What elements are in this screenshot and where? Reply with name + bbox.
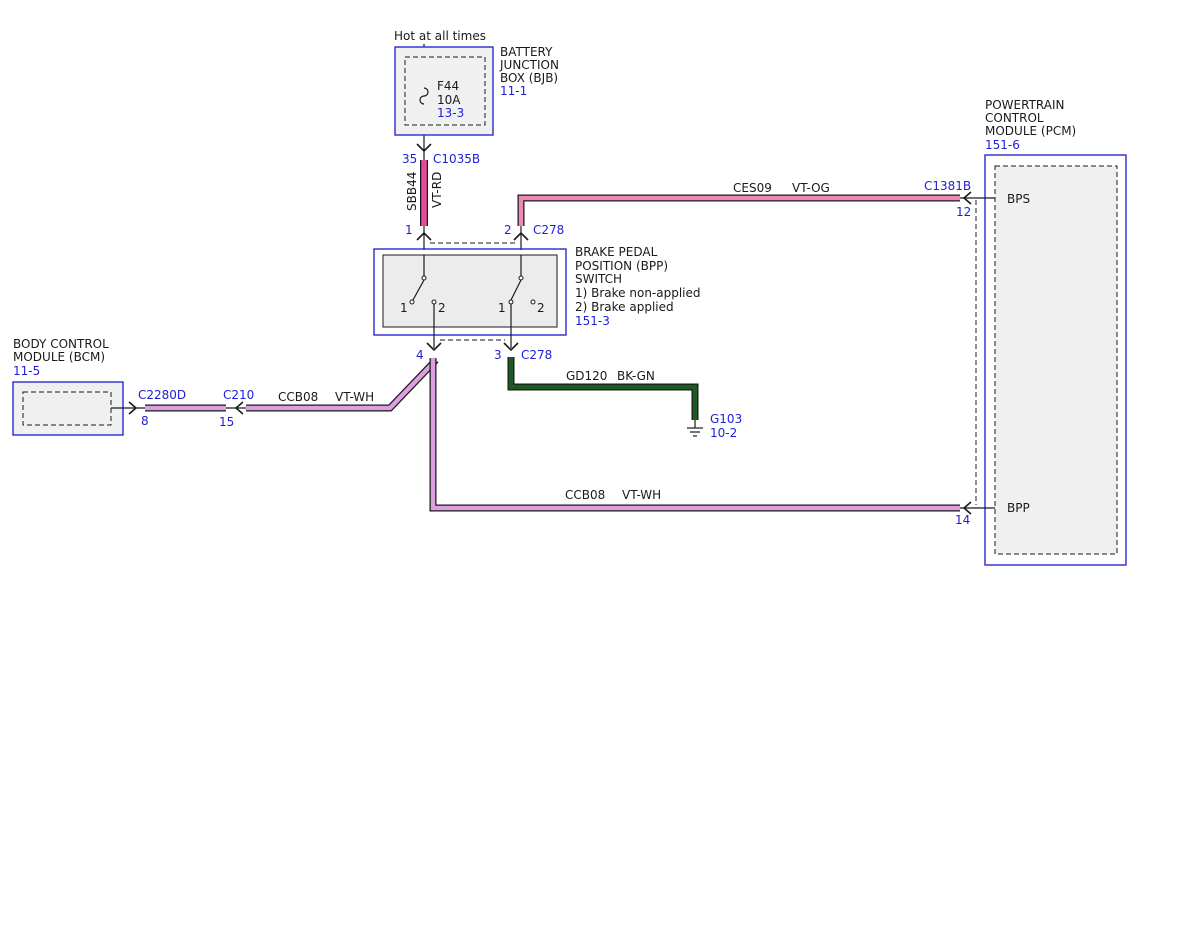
- right-contact-1: 1: [498, 301, 506, 315]
- wire-gd120: [507, 357, 699, 420]
- wire-ccb08-pcm: [429, 358, 960, 512]
- sbb44-circuit: SBB44: [405, 172, 419, 211]
- ccb08-pcm-circuit: CCB08: [565, 488, 605, 502]
- c1035b-pin: 35: [402, 152, 417, 166]
- fuse-rating: 10A: [437, 93, 461, 107]
- c278-bottom-label: C278: [521, 348, 552, 362]
- pcm-name-line2: CONTROL: [985, 111, 1044, 125]
- wire-ces09: [517, 194, 960, 226]
- c210-pin-15: 15: [219, 415, 234, 429]
- right-contact-2: 2: [537, 301, 545, 315]
- c1381b-label: C1381B: [924, 179, 971, 193]
- bjb-name-line1: BATTERY: [500, 45, 553, 59]
- connector-arrow-icon: [962, 501, 972, 515]
- gd120-color: BK-GN: [617, 369, 655, 383]
- connector-arrow-icon: [503, 342, 519, 352]
- fuse-name: F44: [437, 79, 459, 93]
- wire-ccb08-bcm: [145, 357, 439, 412]
- bcm-ref: 11-5: [13, 364, 40, 378]
- pcm-pin-bps: BPS: [1007, 192, 1030, 206]
- bcm-name-line2: MODULE (BCM): [13, 350, 105, 364]
- bpp-name-line3: SWITCH: [575, 272, 622, 286]
- switch-contact-icon: [508, 255, 536, 348]
- ces09-color: VT-OG: [792, 181, 830, 195]
- hot-at-all-times-label: Hot at all times: [394, 29, 486, 43]
- sbb44-color: VT-RD: [430, 172, 444, 208]
- bjb-ref: 11-1: [500, 84, 527, 98]
- gd120-circuit: GD120: [566, 369, 607, 383]
- bcm-pin-8: 8: [141, 414, 149, 428]
- bpp-state-1: 1) Brake non-applied: [575, 286, 701, 300]
- switch-contact-icon: [409, 255, 437, 348]
- bpp-state-2: 2) Brake applied: [575, 300, 674, 314]
- ground-name: G103: [710, 412, 742, 426]
- pcm-pin-12: 12: [956, 205, 971, 219]
- body-control-module: [12, 381, 124, 436]
- ccb08-bcm-color: VT-WH: [335, 390, 374, 404]
- bjb-name-line2: JUNCTION: [499, 58, 559, 72]
- bpp-switch-body: [373, 248, 567, 336]
- bjb-name-line3: BOX (BJB): [500, 71, 558, 85]
- bcm-name-line1: BODY CONTROL: [13, 337, 109, 351]
- connector-arrow-icon: [128, 401, 138, 415]
- powertrain-control-module: [984, 154, 1127, 566]
- pcm-pin-14: 14: [955, 513, 970, 527]
- fuse-icon: [419, 87, 429, 105]
- fuse-ref: 13-3: [437, 106, 464, 120]
- ccb08-pcm-color: VT-WH: [622, 488, 661, 502]
- bpp-name-line2: POSITION (BPP): [575, 259, 668, 273]
- switch-pin-3: 3: [494, 348, 502, 362]
- bpp-name-line1: BRAKE PEDAL: [575, 245, 658, 259]
- connector-arrow-icon: [426, 342, 442, 352]
- switch-pin-2: 2: [504, 223, 512, 237]
- pcm-name-line1: POWERTRAIN: [985, 98, 1065, 112]
- c210-label: C210: [223, 388, 254, 402]
- connector-arrow-icon: [962, 191, 972, 205]
- c278-top-label: C278: [533, 223, 564, 237]
- c1035b-label: C1035B: [433, 152, 480, 166]
- connector-arrow-icon: [234, 401, 244, 415]
- bpp-ref: 151-3: [575, 314, 610, 328]
- switch-pin-1: 1: [405, 223, 413, 237]
- battery-junction-box: [394, 46, 494, 136]
- ground-icon: [687, 420, 703, 437]
- ces09-circuit: CES09: [733, 181, 772, 195]
- c2280d-label: C2280D: [138, 388, 186, 402]
- pcm-pin-bpp: BPP: [1007, 501, 1030, 515]
- ccb08-bcm-circuit: CCB08: [278, 390, 318, 404]
- pcm-ref: 151-6: [985, 138, 1020, 152]
- switch-pin-4: 4: [416, 348, 424, 362]
- left-contact-2: 2: [438, 301, 446, 315]
- pcm-name-line3: MODULE (PCM): [985, 124, 1076, 138]
- left-contact-1: 1: [400, 301, 408, 315]
- ground-ref: 10-2: [710, 426, 737, 440]
